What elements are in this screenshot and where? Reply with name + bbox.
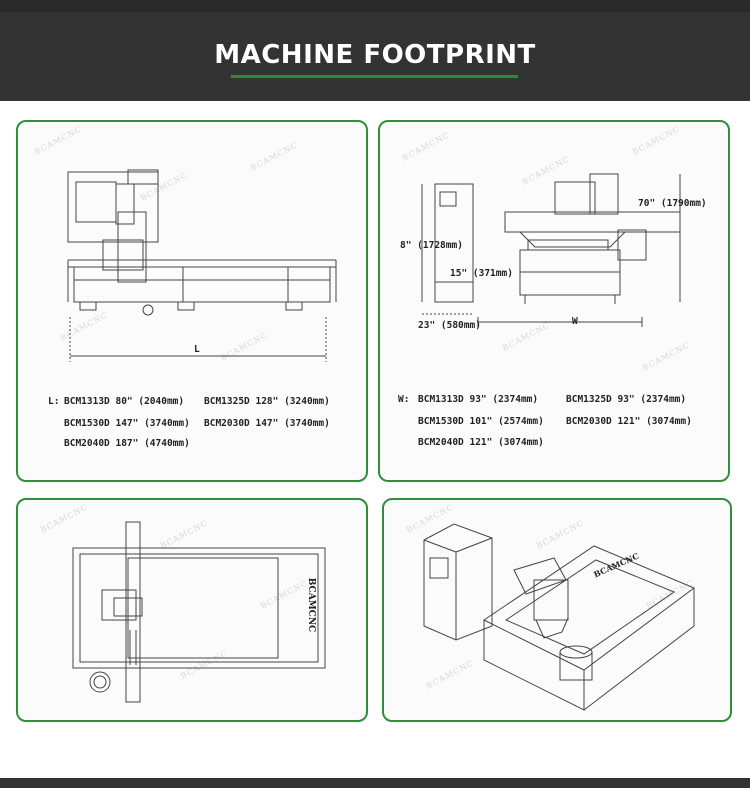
spec-item: BCM2030D 121" (3074mm) xyxy=(566,416,692,427)
side-view-drawing xyxy=(421,173,681,327)
spec-item: BCM2040D 187" (4740mm) xyxy=(64,438,190,449)
depth-dim: 15" (371mm) xyxy=(450,268,513,279)
spec-prefix: W: xyxy=(398,394,410,405)
isometric-view-drawing xyxy=(423,523,696,711)
spec-item: BCM1325D 93" (2374mm) xyxy=(566,394,687,405)
spec-item: BCM1313D 80" (2040mm) xyxy=(64,396,185,407)
top-view-drawing xyxy=(72,521,326,703)
spec-item: BCM2040D 121" (3074mm) xyxy=(418,437,544,448)
spec-item: BCM1530D 101" (2574mm) xyxy=(418,416,544,427)
spec-item: BCM1530D 147" (3740mm) xyxy=(64,418,190,429)
title-underline xyxy=(231,75,518,78)
header-bar xyxy=(0,0,750,101)
front-view-panel: BCAMCNC BCAMCNC BCAMCNC BCAMCNC BCAMCNC xyxy=(16,120,368,482)
height-cabinet-dim: 8" (1728mm) xyxy=(400,240,463,251)
footer-bar xyxy=(0,778,750,788)
front-view-drawing xyxy=(67,169,337,362)
spec-prefix: L: xyxy=(48,396,60,407)
side-view-panel: BCAMCNC BCAMCNC BCAMCNC BCAMCNC BCAMCNC xyxy=(378,120,730,482)
width-dim-label: W xyxy=(572,316,578,327)
cabinet-width-dim: 23" (580mm) xyxy=(418,320,481,331)
length-dim-label: L xyxy=(194,344,200,355)
isometric-view-panel: BCAMCNC BCAMCNC BCAMCNC BCAMCNC BCAMCNC xyxy=(382,498,732,722)
height-total-dim: 70" (1790mm) xyxy=(638,198,707,209)
spec-item: BCM2030D 147" (3740mm) xyxy=(204,418,330,429)
top-view-panel: BCAMCNC BCAMCNC BCAMCNC BCAMCNC BCAMCNC xyxy=(16,498,368,722)
spec-item: BCM1325D 128" (3240mm) xyxy=(204,396,330,407)
spec-item: BCM1313D 93" (2374mm) xyxy=(418,394,539,405)
table-logo: BCAMCNC xyxy=(306,577,317,633)
page-title: MACHINE FOOTPRINT xyxy=(214,40,536,70)
